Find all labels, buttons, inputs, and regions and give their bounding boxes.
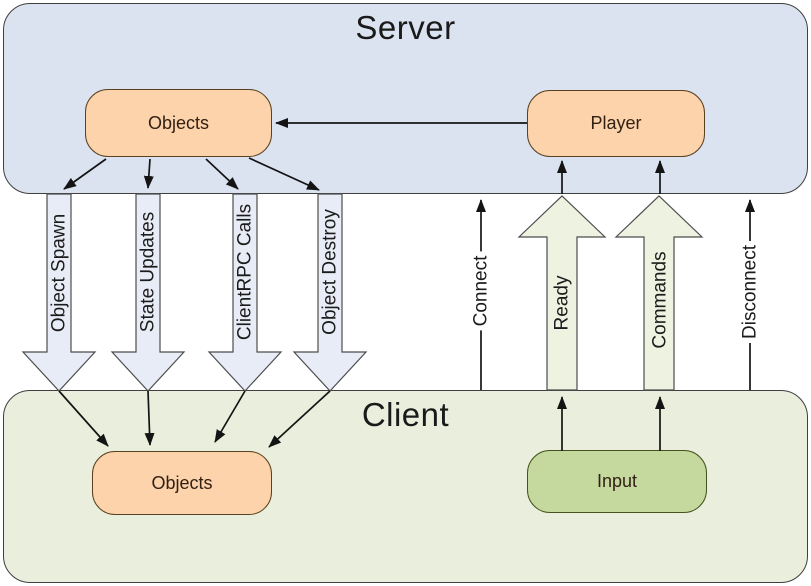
client-objects-node: Objects [92,451,272,515]
client-objects-label: Objects [151,472,213,493]
label-object-destroy: Object Destroy [319,209,341,335]
server-title: Server [355,9,456,46]
label-state-updates: State Updates [137,211,159,333]
player-node: Player [527,90,705,157]
player-label: Player [590,113,642,133]
input-node: Input [527,450,707,513]
label-connect: Connect [471,251,492,331]
client-title: Client [361,396,450,433]
server-objects-label: Objects [147,112,210,133]
label-object-spawn: Object Spawn [48,213,70,333]
label-ready: Ready [551,275,573,331]
input-label: Input [596,471,638,491]
server-objects-node: Objects [85,89,272,157]
label-commands: Commands [649,251,671,349]
label-disconnect: Disconnect [740,241,761,343]
label-clientrpc-calls: ClientRPC Calls [234,203,256,341]
